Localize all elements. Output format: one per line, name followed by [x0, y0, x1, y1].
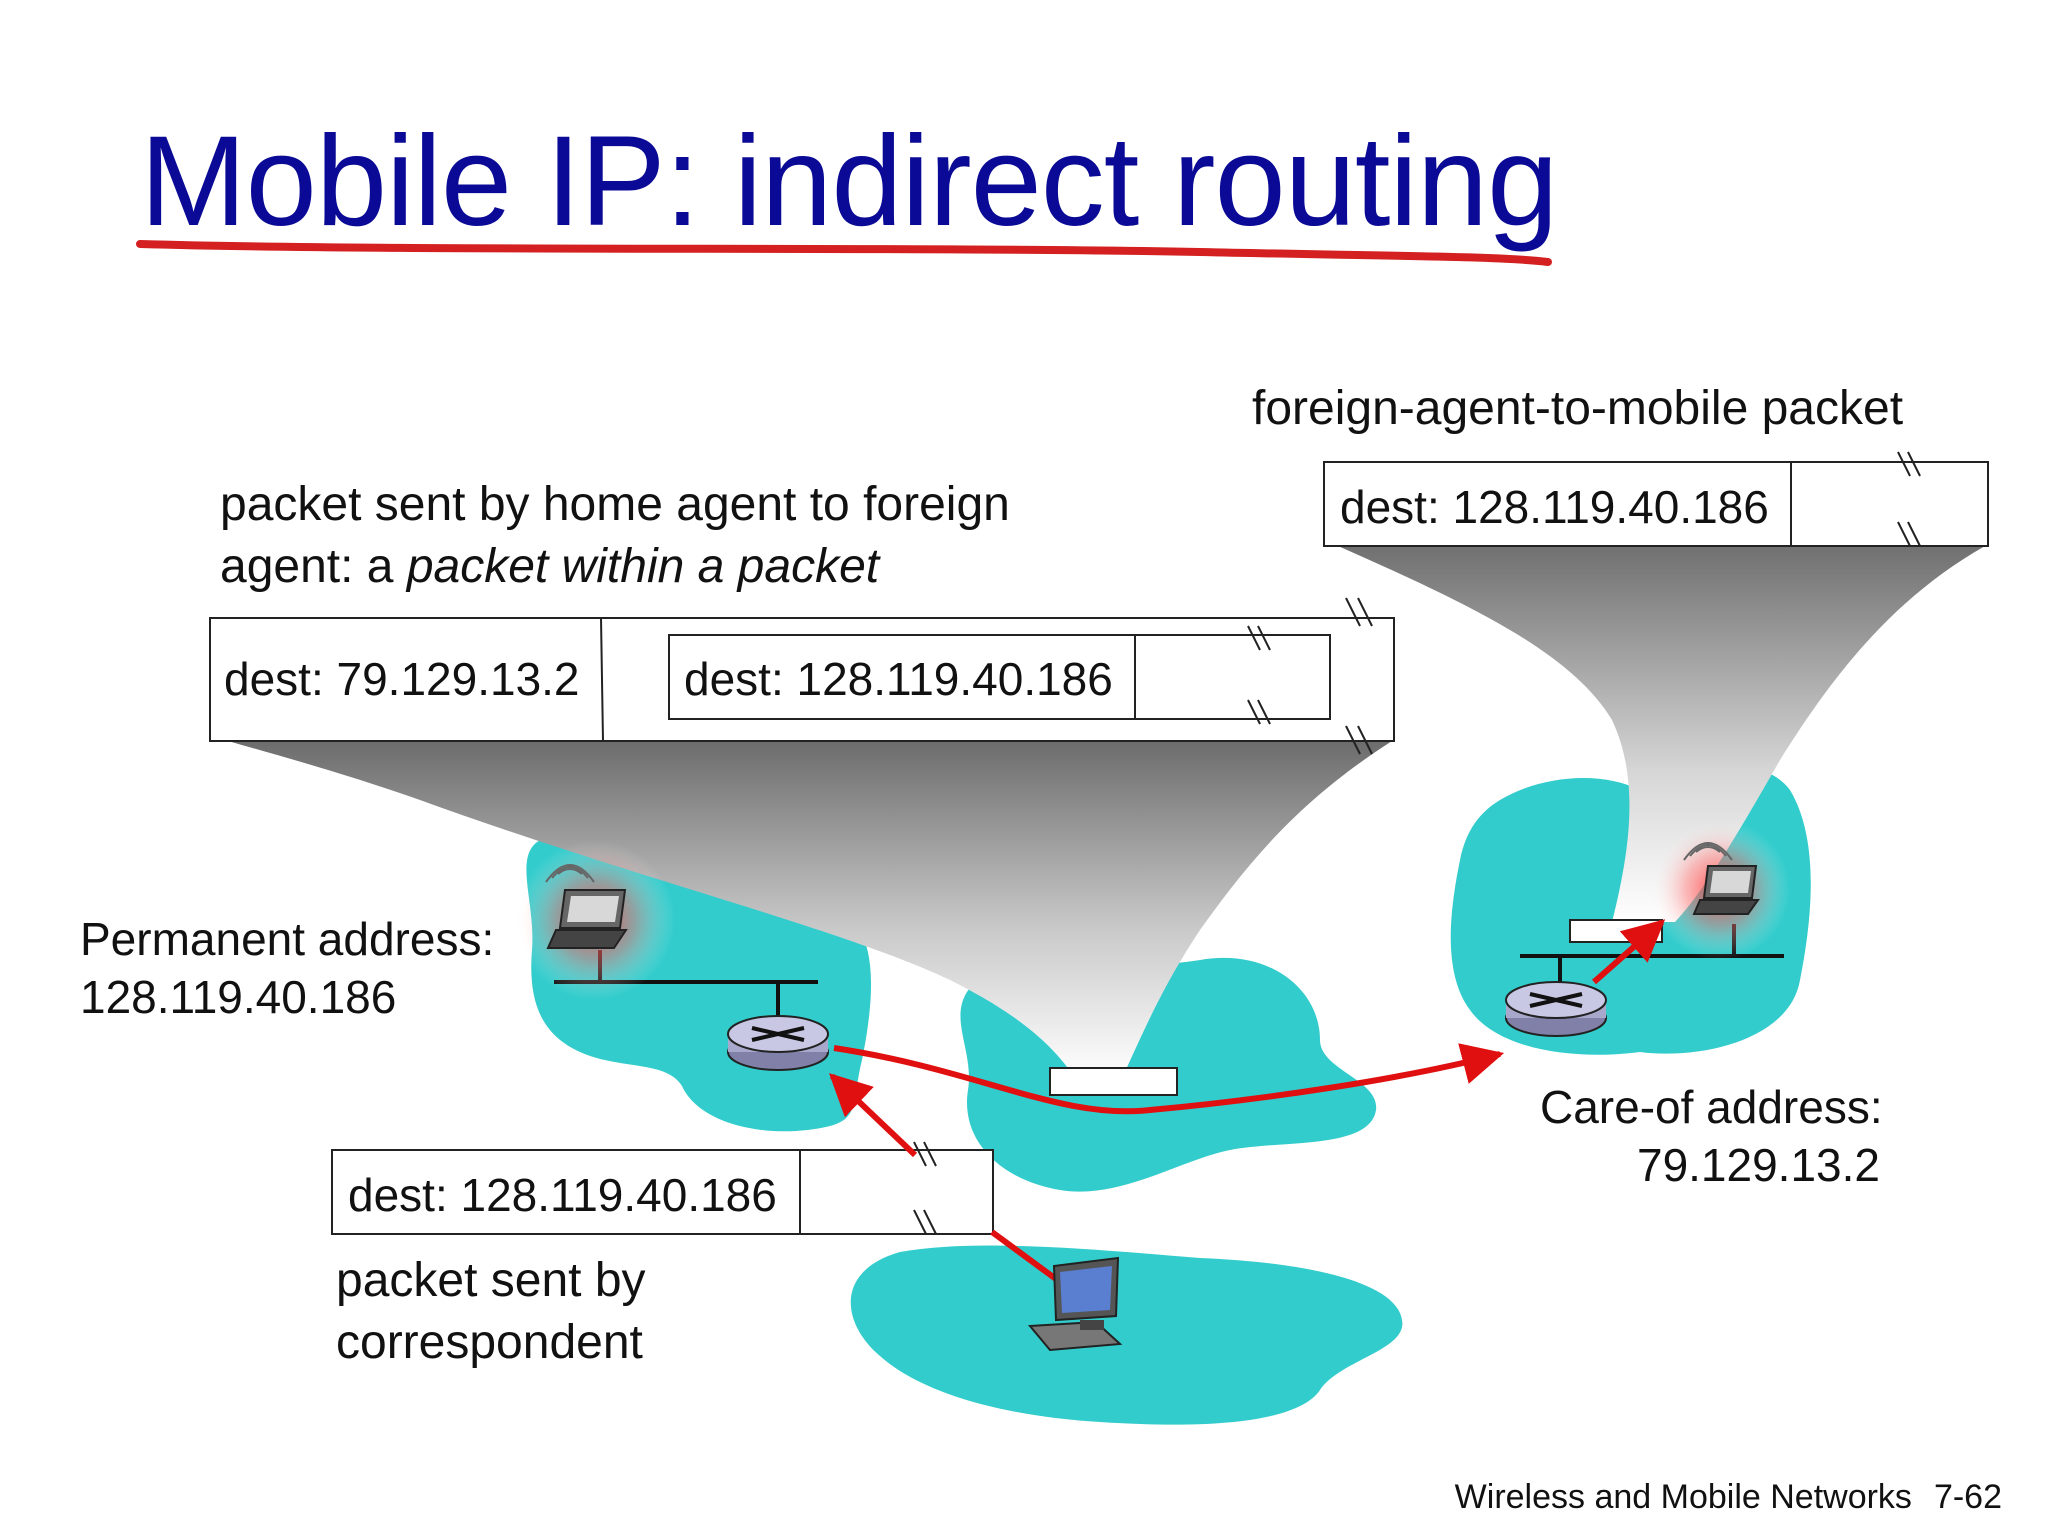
correspondent-label: packet sent by correspondent: [336, 1250, 646, 1374]
fa-to-mobile-label: foreign-agent-to-mobile packet: [1252, 382, 1904, 435]
router-icon: [727, 1015, 829, 1071]
ha-to-fa-label-emphasis: packet within a packet: [406, 540, 880, 593]
wireless-signal-icon: [545, 864, 595, 883]
fa-to-mobile-dest-field: dest: 128.119.40.186: [1340, 481, 1769, 533]
ha-to-fa-label-line1: packet sent by home agent to foreign: [220, 478, 1010, 531]
wireless-signal-icon: [1683, 842, 1733, 861]
care-of-address-title: Care-of address:: [1540, 1081, 1883, 1133]
slide-title: Mobile IP: indirect routing: [140, 110, 1558, 253]
home-to-foreign-packet: [209, 597, 1395, 755]
slide-footer: Wireless and Mobile Networks 7-62: [1455, 1478, 2002, 1517]
care-of-address-label: Care-of address: 79.129.13.2: [1540, 1078, 1883, 1194]
permanent-address-label: Permanent address: 128.119.40.186: [80, 910, 494, 1026]
home-to-foreign-tunnel-arrow: [833, 1043, 1505, 1115]
correspondent-label-line2: correspondent: [336, 1316, 643, 1369]
fa-to-mobile-funnel: [1338, 546, 1985, 922]
outer-dest-field: dest: 79.129.13.2: [224, 653, 580, 705]
page-number: 7-62: [1933, 1478, 2002, 1516]
inner-dest-field: dest: 128.119.40.186: [684, 653, 1113, 705]
home-to-foreign-funnel: [228, 741, 1392, 1078]
correspondent-to-home-arrow: [990, 1229, 1062, 1285]
title-underline: [136, 240, 1552, 266]
footer-section: Wireless and Mobile Networks: [1454, 1478, 1912, 1516]
permanent-address-value: 128.119.40.186: [80, 971, 397, 1023]
foreign-router-to-mobile-arrow: [1592, 919, 1666, 985]
permanent-address-title: Permanent address:: [80, 913, 495, 965]
ha-to-fa-label-prefix: agent: a: [220, 540, 407, 593]
ha-to-fa-label-line2: agent: a packet within a packet: [220, 536, 1010, 598]
care-of-address-value: 79.129.13.2: [1636, 1139, 1880, 1191]
in-flight-packet-internet: [1049, 1067, 1178, 1096]
ha-to-fa-label: packet sent by home agent to foreign age…: [220, 474, 1010, 598]
fa-to-mobile-packet: [1323, 451, 1989, 547]
desktop-computer-icon: [1027, 1256, 1123, 1352]
correspondent-arrow-segment: [828, 1073, 918, 1158]
laptop-icon: [546, 889, 628, 949]
correspondent-dest-field: dest: 128.119.40.186: [348, 1169, 777, 1221]
correspondent-label-line1: packet sent by: [336, 1254, 646, 1307]
router-icon: [1505, 981, 1607, 1037]
correspondent-network: [850, 1245, 1403, 1425]
laptop-icon: [1692, 865, 1760, 915]
correspondent-packet: [331, 1141, 994, 1235]
